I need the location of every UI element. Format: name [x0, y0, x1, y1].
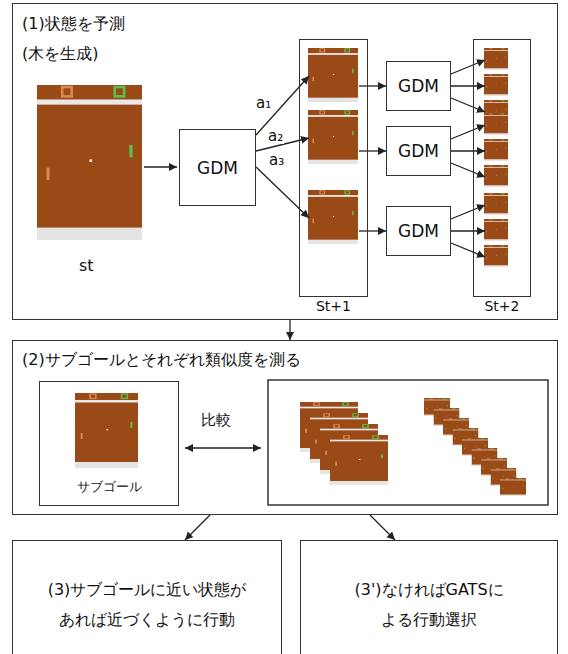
state-frame — [484, 48, 508, 70]
flow-arrow — [451, 205, 485, 219]
flow-arrow — [451, 85, 485, 86]
state-frame — [308, 110, 358, 164]
candidate-box — [268, 380, 548, 505]
compare-arrow — [185, 447, 261, 448]
state-frame — [484, 219, 508, 241]
compare-label: 比較 — [200, 413, 232, 428]
state-frame — [484, 113, 508, 135]
state-column: St+2 — [473, 39, 531, 297]
action-label: a₃ — [268, 153, 285, 168]
action-label: a₂ — [267, 129, 284, 144]
flow-arrow — [370, 515, 395, 540]
outcome-text: (3)サブゴールに近い状態が あれば近づくように行動 — [27, 575, 267, 636]
flow-arrow — [359, 230, 386, 231]
flow-arrow — [289, 320, 290, 340]
model-label: GDM — [398, 76, 439, 96]
state-column: St+1 — [299, 39, 368, 297]
column-label: St+1 — [300, 299, 367, 314]
flow-arrow — [256, 76, 309, 135]
outcome-box: (3)サブゴールに近い状態が あれば近づくように行動 — [12, 540, 282, 654]
outcome-box: (3')なければGATSに よる行動選択 — [300, 540, 558, 654]
state-frame — [308, 48, 358, 102]
column-label: St+2 — [474, 299, 530, 314]
state-frame — [484, 165, 508, 187]
flow-arrow — [451, 125, 485, 139]
state-label: st — [78, 258, 95, 274]
stage-panel: (2)サブゴールとそれぞれ類似度を測るサブゴール — [12, 340, 558, 515]
outcome-text: (3')なければGATSに よる行動選択 — [315, 575, 543, 636]
state-frame — [484, 193, 508, 215]
state-frame-group — [484, 48, 508, 267]
flow-arrow — [451, 150, 485, 151]
state-frame — [37, 85, 142, 240]
flow-arrow — [451, 230, 485, 231]
state-frame-group — [424, 398, 526, 496]
flow-arrow — [451, 163, 485, 177]
state-frame — [308, 190, 358, 244]
input-arrow — [144, 166, 177, 167]
state-frame — [484, 245, 508, 267]
action-label: a₁ — [255, 96, 272, 111]
process-box: GDM — [386, 61, 451, 111]
flow-arrow — [185, 515, 210, 540]
process-box: サブゴール — [39, 381, 179, 506]
process-box: GDM — [386, 126, 451, 176]
subgoal-frame — [75, 393, 138, 468]
state-frame — [330, 435, 388, 485]
flow-arrow — [451, 243, 485, 257]
process-box: GDM — [386, 206, 451, 256]
flow-arrow — [451, 98, 485, 112]
model-label: GDM — [398, 141, 439, 161]
panel-title: (2)サブゴールとそれぞれ類似度を測る — [22, 350, 301, 371]
flow-arrow — [451, 60, 485, 74]
state-frame — [484, 74, 508, 96]
state-frame — [500, 478, 526, 496]
model-label: GDM — [398, 221, 439, 241]
box-caption: サブゴール — [40, 479, 178, 496]
panel-title: (1)状態を予測 (木を生成) — [22, 9, 152, 69]
flow-arrow — [359, 150, 386, 151]
process-box: GDM — [179, 129, 256, 206]
flow-arrow — [256, 167, 309, 218]
state-frame — [484, 139, 508, 161]
flow-arrow — [359, 85, 386, 86]
model-label: GDM — [197, 158, 238, 178]
